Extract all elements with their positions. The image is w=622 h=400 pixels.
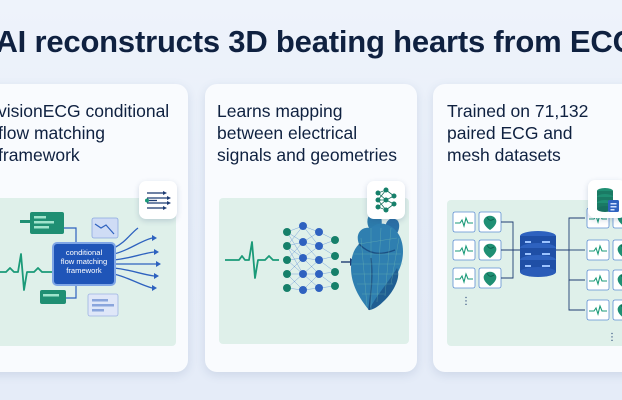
card-text-line: mesh datasets bbox=[447, 145, 561, 165]
right-pairs bbox=[586, 207, 622, 321]
card-text-line: Trained on 71,132 bbox=[447, 101, 589, 121]
output-chart-card bbox=[91, 217, 119, 239]
signal-card bbox=[40, 290, 66, 304]
card-text-line: flow matching bbox=[0, 123, 105, 143]
framework-diagram-panel: conditional flow matching framework bbox=[0, 198, 176, 346]
card-text-line: paired ECG and bbox=[447, 123, 573, 143]
flow-arrows-icon bbox=[139, 181, 177, 219]
network-edges bbox=[286, 225, 336, 291]
card-mapping-text: Learns mapping between electrical signal… bbox=[217, 100, 397, 166]
framework-diagram bbox=[0, 212, 161, 317]
card-text-line: Learns mapping bbox=[217, 101, 343, 121]
card-text-line: visionECG conditional bbox=[0, 101, 170, 121]
card-mapping: Learns mapping between electrical signal… bbox=[205, 84, 417, 372]
mapping-diagram-panel bbox=[219, 198, 409, 344]
dataset-diagram-panel: ⋮ bbox=[447, 200, 622, 346]
page-title: AI reconstructs 3D beating hearts from E… bbox=[0, 24, 622, 59]
ecg-waveform bbox=[225, 241, 279, 279]
right-connectors bbox=[556, 217, 585, 311]
dataset-diagram: ⋮ bbox=[452, 207, 622, 343]
mapping-diagram bbox=[225, 212, 403, 311]
left-pairs bbox=[452, 211, 502, 289]
database-icon bbox=[588, 180, 622, 218]
card-text-line: signals and geometries bbox=[217, 145, 397, 165]
ecg-waveform bbox=[0, 253, 54, 291]
card-training-data: Trained on 71,132 paired ECG and mesh da… bbox=[433, 84, 622, 372]
card-training-text: Trained on 71,132 paired ECG and mesh da… bbox=[447, 100, 588, 166]
more-items-ellipsis: ⋮ bbox=[461, 296, 471, 307]
conditional-flow-matching-box: conditional flow matching framework bbox=[54, 244, 114, 284]
card-framework-text: visionECG conditional flow matching fram… bbox=[0, 100, 169, 166]
left-connectors bbox=[501, 221, 521, 279]
more-items-ellipsis: ⋮ bbox=[607, 332, 617, 343]
network-nodes bbox=[283, 222, 339, 294]
card-framework: visionECG conditional flow matching fram… bbox=[0, 84, 188, 372]
central-database bbox=[520, 231, 556, 277]
neural-network-icon bbox=[367, 181, 405, 219]
card-text-line: framework bbox=[0, 145, 80, 165]
heart-mesh bbox=[351, 212, 403, 311]
flow-arrows bbox=[113, 227, 156, 289]
heart-mesh-lines bbox=[352, 227, 403, 310]
card-text-line: between electrical bbox=[217, 123, 358, 143]
